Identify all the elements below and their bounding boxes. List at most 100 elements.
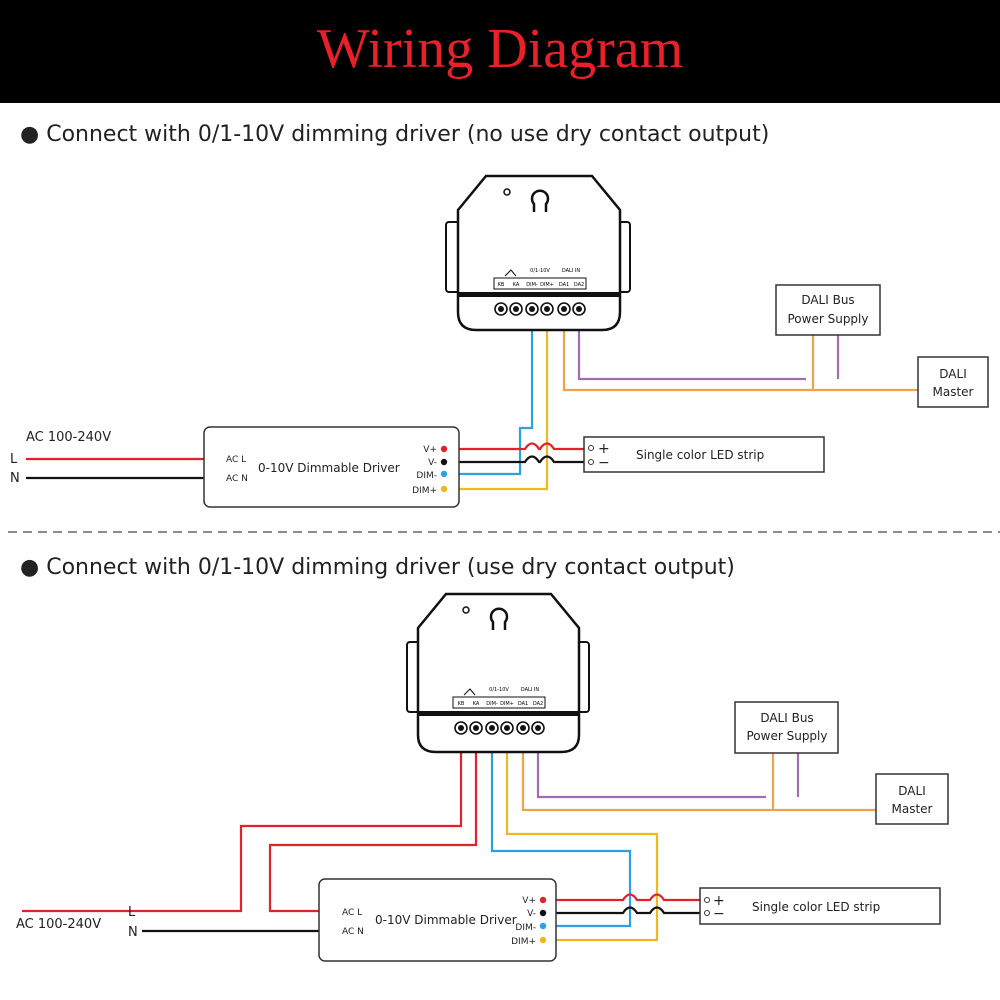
terminal-dot: [440, 445, 448, 453]
terminal-da1-label: DA1: [518, 701, 528, 707]
terminal-dot: [539, 922, 547, 930]
driver-vplus-label: V+: [423, 445, 437, 455]
module-band: [418, 711, 579, 716]
dali-master-line2: Master: [892, 802, 933, 816]
driver-dimminus-label: DIM-: [416, 471, 437, 481]
v-plus-wire: [455, 442, 584, 451]
dali-wire-da1: [562, 318, 918, 392]
driver-vplus-label: V+: [522, 896, 536, 906]
terminal-dot: [440, 458, 448, 466]
page-title: Wiring Diagram: [316, 18, 684, 80]
dali-module: KB KA DIM- DIM+ DA1 DA2 0/1-10V DALI IN: [406, 592, 590, 754]
screw-terminal: [469, 721, 483, 735]
dim-minus-wire: [490, 740, 632, 928]
terminal-dim-plus-label: DIM+: [500, 701, 514, 707]
dim-plus-wire: [455, 318, 549, 491]
dali-master: [875, 773, 949, 825]
screw-terminal: [494, 302, 508, 316]
led-terminal: [588, 459, 594, 465]
dali-master-line1: DALI: [898, 784, 925, 798]
section-2-diagram: AC 100-240V L N AC L AC N 0-10V Dimmable…: [16, 592, 949, 962]
terminal-da2-label: DA2: [574, 282, 584, 288]
screw-terminal: [525, 302, 539, 316]
terminal-dot: [539, 909, 547, 917]
screw-terminal: [540, 302, 554, 316]
led-strip: [699, 887, 941, 925]
screw-terminal: [485, 721, 499, 735]
terminal-dot: [440, 485, 448, 493]
led-strip: [583, 436, 825, 473]
terminal-ka-label: KA: [473, 701, 480, 707]
group-label-dali: DALI IN: [521, 687, 540, 693]
led-plus-label: +: [598, 441, 610, 457]
terminal-dot: [440, 470, 448, 478]
title-banner: Wiring Diagram: [0, 0, 1000, 103]
driver-vminus-label: V-: [527, 909, 536, 919]
dali-ps-line2: Power Supply: [788, 312, 869, 326]
live-label: L: [10, 452, 18, 467]
dali-master: [917, 356, 989, 408]
driver-acl-label: AC L: [226, 455, 246, 465]
dim-minus-wire: [455, 318, 534, 476]
dimmable-driver: [203, 426, 460, 508]
relay-switch-icon: [463, 688, 476, 696]
relay-switch-icon: [504, 269, 517, 277]
driver-acl-label: AC L: [342, 908, 362, 918]
led-indicator-icon: [462, 606, 470, 614]
led-strip-label: Single color LED strip: [752, 900, 880, 914]
module-body: [456, 174, 622, 332]
dali-wire-da2: [536, 740, 766, 799]
driver-dimplus-label: DIM+: [412, 486, 437, 496]
section-2-heading-text: Connect with 0/1-10V dimming driver (use…: [46, 555, 735, 580]
screw-terminal: [500, 721, 514, 735]
dali-power-supply: [734, 701, 839, 754]
led-minus-label: −: [713, 906, 725, 922]
led-terminal: [588, 445, 594, 451]
terminal-block: [493, 277, 587, 290]
terminal-dot: [539, 936, 547, 944]
dali-module: KB KA DIM- DIM+ DA1 DA2 0/1-10V DALI IN: [445, 174, 631, 332]
dali-wire-da2: [577, 318, 806, 381]
neutral-label: N: [10, 471, 20, 486]
dimmable-driver: [318, 878, 557, 962]
dali-master-line1: DALI: [939, 367, 966, 381]
group-label-dali: DALI IN: [562, 268, 581, 274]
led-terminal: [704, 897, 710, 903]
section-1-heading-text: Connect with 0/1-10V dimming driver (no …: [46, 122, 770, 147]
dry-contact-live-out: [268, 740, 478, 913]
terminal-block: [452, 696, 546, 709]
driver-dimplus-label: DIM+: [511, 937, 536, 947]
terminal-labels: KB KA DIM- DIM+ DA1 DA2 0/1-10V DALI IN: [458, 687, 544, 707]
section-2-heading: ● Connect with 0/1-10V dimming driver (u…: [20, 555, 735, 580]
screw-terminal: [509, 302, 523, 316]
screw-terminal: [531, 721, 545, 735]
v-minus-wire: [552, 906, 700, 915]
terminal-ka-label: KA: [513, 282, 520, 288]
ac-voltage-label: AC 100-240V: [16, 917, 101, 932]
screw-terminal: [454, 721, 468, 735]
led-minus-label: −: [598, 455, 610, 471]
terminal-dim-minus-label: DIM-: [526, 282, 538, 288]
bullet-icon: ●: [20, 555, 40, 580]
terminal-labels: KB KA DIM- DIM+ DA1 DA2 0/1-10V DALI IN: [498, 268, 585, 288]
dali-ps-line1: DALI Bus: [801, 293, 854, 307]
bullet-icon: ●: [20, 122, 40, 147]
live-label: L: [128, 905, 136, 920]
driver-dimminus-label: DIM-: [515, 923, 536, 933]
led-plus-label: +: [713, 893, 725, 909]
terminal-dot: [539, 896, 547, 904]
button-icon: [530, 189, 550, 212]
driver-vminus-label: V-: [428, 458, 437, 468]
group-label-010v: 0/1-10V: [489, 687, 509, 693]
dry-contact-live-in: [22, 740, 463, 913]
driver-label: 0-10V Dimmable Driver: [375, 913, 517, 927]
terminal-kb-label: KB: [458, 701, 465, 707]
driver-label: 0-10V Dimmable Driver: [258, 461, 400, 475]
driver-acn-label: AC N: [342, 927, 364, 937]
screw-terminal: [572, 302, 586, 316]
ac-voltage-label: AC 100-240V: [26, 430, 111, 445]
terminal-kb-label: KB: [498, 282, 505, 288]
dali-master-line2: Master: [933, 385, 974, 399]
screw-terminal: [516, 721, 530, 735]
